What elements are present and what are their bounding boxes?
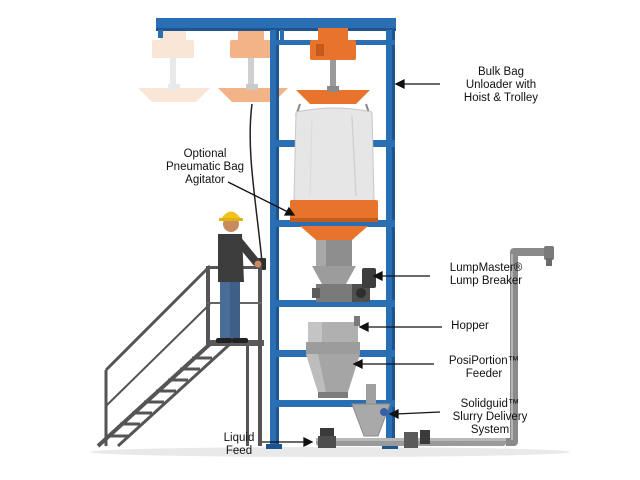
label-slurry-system: Solidguid™ Slurry Delivery System: [436, 398, 544, 437]
operator: [216, 212, 262, 344]
feeder: [306, 342, 360, 398]
label-bag-agitator: Optional Pneumatic Bag Agitator: [152, 148, 258, 187]
floor-shadow: [90, 447, 570, 457]
label-feeder: PosiPortion™ Feeder: [432, 355, 536, 381]
label-bulk-bag-unloader: Bulk Bag Unloader with Hoist & Trolley: [446, 66, 556, 105]
label-lump-breaker: LumpMaster® Lump Breaker: [430, 262, 542, 288]
unloader-frame: [156, 18, 398, 449]
label-liquid-feed: Liquid Feed: [214, 432, 264, 458]
label-hopper: Hopper: [440, 320, 500, 333]
hopper: [308, 316, 360, 342]
bag-agitator: [290, 200, 378, 240]
staircase: [98, 266, 230, 446]
hoist-ghost-far: [138, 28, 210, 102]
bulk-bag: [294, 108, 374, 204]
discharge-spout: [312, 240, 356, 284]
